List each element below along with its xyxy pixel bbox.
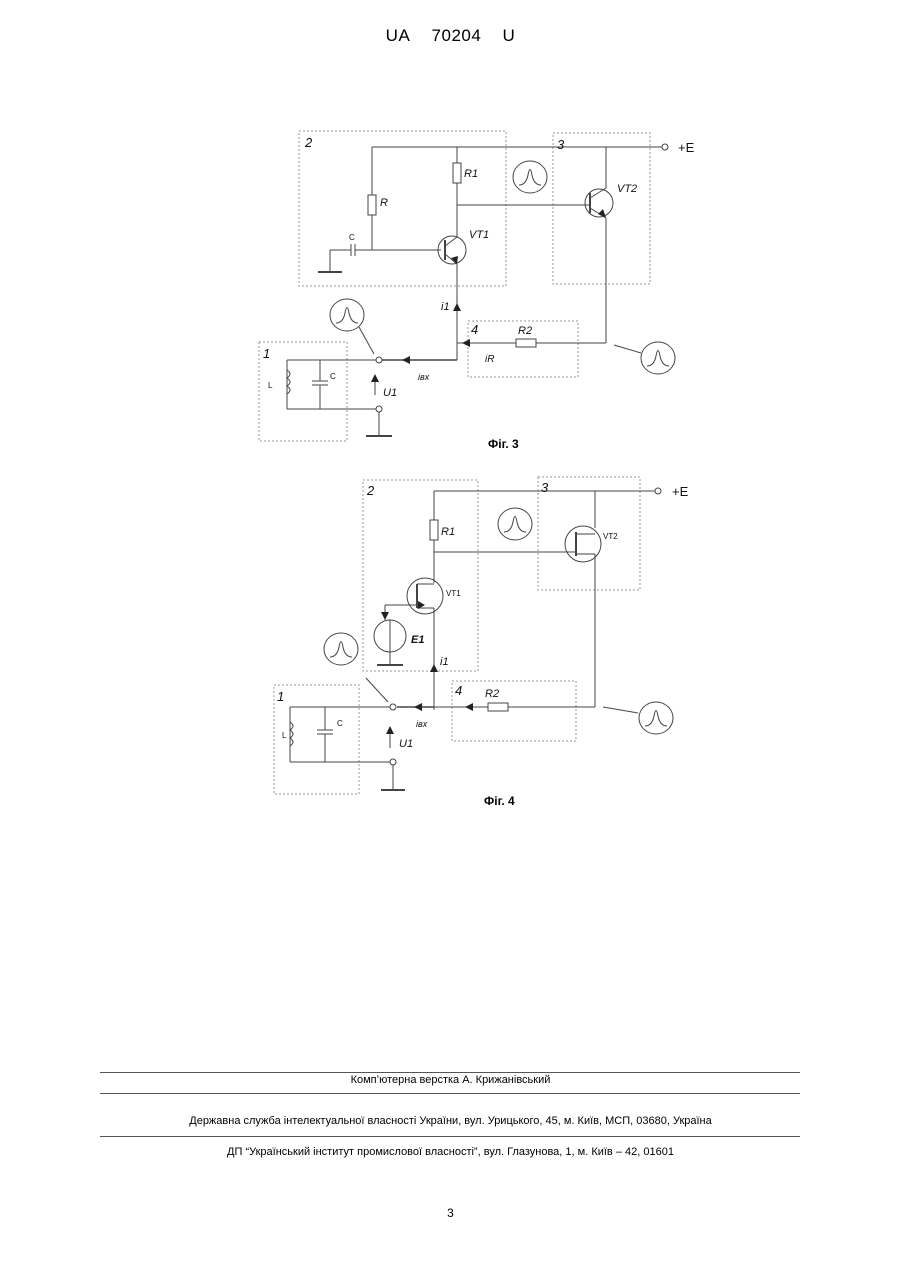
fig3-l-label: L [268,381,273,390]
fig3-c1-label: C [330,372,336,381]
fig4-block-1-label: 1 [277,689,284,704]
figure-3-circuit: 2 3 4 1 +E R R1 R2 C VT1 VT2 L C i1 iвх … [0,0,901,470]
fig3-supply-label: +E [678,140,695,155]
fig4-block-3-label: 3 [541,480,549,495]
fig4-u1-label: U1 [399,738,413,750]
page-number: 3 [0,1206,901,1220]
fig4-c1-label: C [337,719,343,728]
footer-divider [100,1136,800,1137]
fig4-block-1-frame [274,685,359,794]
block-1-frame [259,342,347,441]
fig4-supply-label: +E [672,484,689,499]
footer-institute-address: ДП “Український інститут промислової вла… [0,1146,901,1158]
fig4-i1-label: i1 [440,656,449,668]
footer-service-address: Державна служба інтелектуальної власност… [0,1115,901,1127]
figure-3-caption: Фіг. 3 [488,437,519,451]
fig4-vt2-label: VT2 [603,532,618,541]
block-3-frame [553,133,650,284]
fig4-e1-label: E1 [411,634,424,646]
fig3-ir-label: iR [485,354,494,365]
footer-layout-credit: Комп’ютерна верстка А. Крижанівський [0,1074,901,1086]
fig3-r1-label: R1 [464,168,478,180]
fig4-ibx-label: iвх [416,719,428,729]
fig3-block-3-label: 3 [557,137,565,152]
figure-4-circuit: 2 3 4 1 +E R1 R2 VT1 VT2 E1 L C i1 iвх U… [0,470,901,810]
figure-4-caption: Фіг. 4 [484,794,515,808]
fig3-ibx-label: iвх [418,372,430,382]
fig4-block-4-frame [452,681,576,741]
fig4-l-label: L [282,731,287,740]
fig3-block-1-label: 1 [263,346,270,361]
fig3-u1-label: U1 [383,387,397,399]
fig3-r2-label: R2 [518,325,532,337]
fig4-vt1-label: VT1 [446,589,461,598]
fig3-block-2-label: 2 [304,135,313,150]
fig4-r2-label: R2 [485,688,499,700]
fig3-r-label: R [380,197,388,209]
fig3-c-label: C [349,233,355,242]
footer-divider [100,1072,800,1073]
fig3-vt1-label: VT1 [469,229,489,241]
fig4-block-2-label: 2 [366,483,375,498]
footer-divider [100,1093,800,1094]
fig3-block-4-label: 4 [471,322,478,337]
fig3-vt2-label: VT2 [617,183,637,195]
fig4-block-4-label: 4 [455,683,462,698]
fig4-r1-label: R1 [441,526,455,538]
fig3-i1-label: i1 [441,301,450,313]
